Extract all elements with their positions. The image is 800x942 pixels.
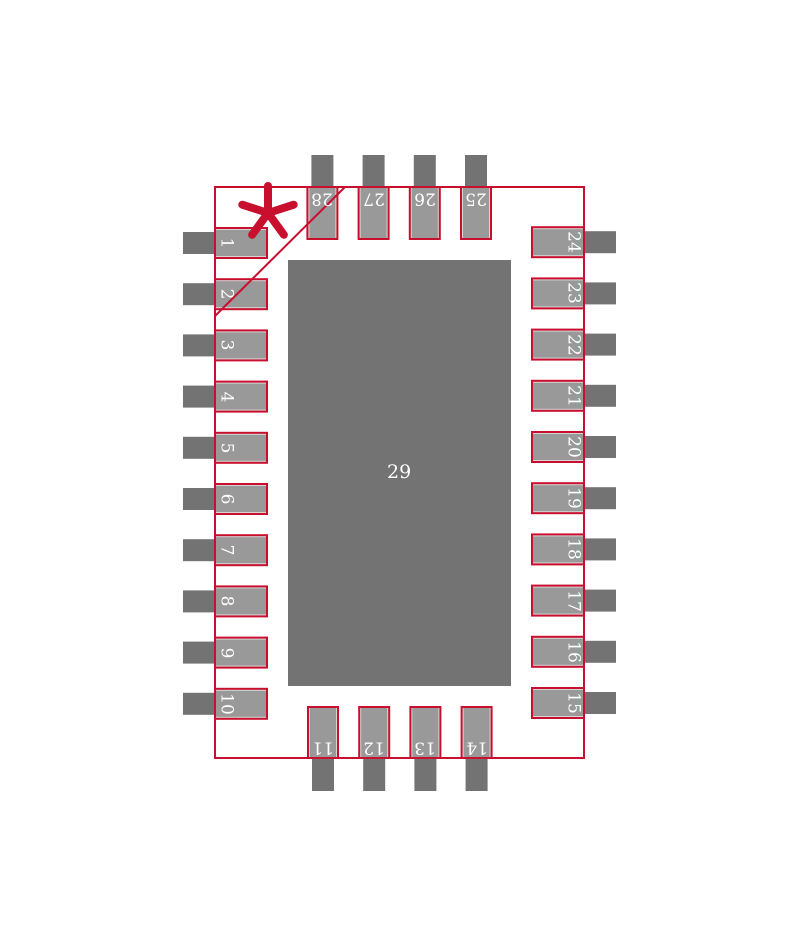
pin-label-15: 15 bbox=[563, 692, 584, 714]
pad-pin-23 bbox=[531, 277, 585, 310]
pad-pin-12 bbox=[358, 706, 391, 759]
pad-pin-27 bbox=[357, 186, 390, 240]
lead-stub bbox=[183, 283, 215, 306]
lead-stub bbox=[584, 487, 616, 510]
pad-pin-10 bbox=[214, 687, 268, 720]
pin-label-19: 19 bbox=[563, 487, 584, 510]
lead-stub bbox=[183, 334, 215, 357]
pin-label-2: 2 bbox=[216, 288, 237, 300]
pin-label-10: 10 bbox=[216, 692, 237, 715]
lead-stub bbox=[584, 436, 616, 458]
pad-pin-14 bbox=[460, 706, 493, 759]
lead-stub bbox=[414, 758, 437, 791]
lead-stub bbox=[183, 436, 215, 459]
lead-stub bbox=[584, 333, 616, 356]
pin-label-1: 1 bbox=[216, 237, 237, 249]
pad-pin-20 bbox=[531, 431, 585, 463]
lead-stub bbox=[413, 155, 436, 187]
lead-stub bbox=[312, 758, 334, 791]
pad-pin-9 bbox=[214, 636, 268, 669]
pin-label-26: 26 bbox=[413, 188, 436, 209]
pin-label-27: 27 bbox=[362, 188, 385, 209]
pin-label-16: 16 bbox=[563, 640, 584, 663]
lead-stub bbox=[183, 539, 215, 562]
lead-stub bbox=[362, 155, 385, 187]
pin-label-17: 17 bbox=[563, 589, 584, 612]
pin-label-23: 23 bbox=[563, 282, 584, 305]
pin1-chamfer-line bbox=[214, 186, 346, 317]
pin-label-5: 5 bbox=[216, 442, 237, 454]
pad-pin-21 bbox=[531, 379, 585, 412]
pin-label-12: 12 bbox=[363, 737, 386, 758]
pin-label-22: 22 bbox=[563, 333, 584, 356]
lead-stub bbox=[465, 758, 488, 791]
pad-pin-3 bbox=[214, 329, 268, 362]
pin-label-11: 11 bbox=[312, 737, 334, 758]
pin-label-8: 8 bbox=[216, 595, 237, 607]
pin-label-6: 6 bbox=[216, 493, 237, 505]
pad-pin-2 bbox=[214, 278, 268, 311]
center-pad-label: 29 bbox=[387, 461, 412, 483]
lead-stub bbox=[584, 640, 616, 663]
pad-pin-26 bbox=[408, 186, 441, 240]
pin-label-18: 18 bbox=[563, 538, 584, 561]
pad-pin-22 bbox=[531, 328, 585, 361]
lead-stub bbox=[183, 385, 215, 408]
pad-pin-24 bbox=[531, 226, 585, 259]
lead-stub bbox=[584, 282, 616, 305]
pin-label-25: 25 bbox=[465, 188, 487, 209]
pin-label-3: 3 bbox=[216, 339, 237, 351]
pad-pin-8 bbox=[214, 585, 268, 618]
body-outline bbox=[214, 186, 585, 759]
pad-pin-7 bbox=[214, 534, 268, 567]
pad-pin-4 bbox=[214, 380, 268, 413]
pin-label-21: 21 bbox=[563, 384, 584, 407]
lead-stub bbox=[584, 589, 616, 612]
pad-pin-19 bbox=[531, 482, 585, 515]
lead-stub bbox=[183, 590, 215, 613]
lead-stub bbox=[584, 384, 616, 407]
lead-stub bbox=[183, 641, 215, 664]
pin-label-13: 13 bbox=[414, 737, 437, 758]
lead-stub bbox=[183, 232, 215, 254]
pin-label-20: 20 bbox=[563, 436, 584, 458]
lead-stub bbox=[584, 692, 616, 714]
lead-stub bbox=[465, 155, 487, 187]
lead-stub bbox=[183, 488, 215, 510]
pin-label-28: 28 bbox=[311, 188, 334, 209]
lead-stub bbox=[311, 155, 334, 187]
pad-pin-17 bbox=[531, 584, 585, 617]
lead-stubs bbox=[183, 155, 616, 791]
pin1-asterisk-icon bbox=[238, 182, 298, 239]
pad-pin-15 bbox=[531, 687, 585, 719]
lead-stub bbox=[183, 692, 215, 715]
pad-pin-5 bbox=[214, 431, 268, 464]
pad-pin-11 bbox=[307, 706, 339, 759]
pad-pin-28 bbox=[306, 186, 339, 240]
lead-stub bbox=[584, 538, 616, 561]
pad-pin-13 bbox=[409, 706, 442, 759]
pin-label-4: 4 bbox=[216, 391, 237, 403]
pad-pin-6 bbox=[214, 483, 268, 515]
pin-label-9: 9 bbox=[216, 647, 237, 659]
pad-pin-16 bbox=[531, 635, 585, 668]
center-exposed-pad bbox=[288, 260, 511, 686]
lead-stub bbox=[584, 231, 616, 254]
pads bbox=[214, 186, 585, 759]
pad-pin-18 bbox=[531, 533, 585, 566]
pin-label-14: 14 bbox=[465, 737, 488, 758]
lead-stub bbox=[363, 758, 386, 791]
pin-label-24: 24 bbox=[563, 231, 584, 254]
pin-label-7: 7 bbox=[216, 544, 237, 556]
